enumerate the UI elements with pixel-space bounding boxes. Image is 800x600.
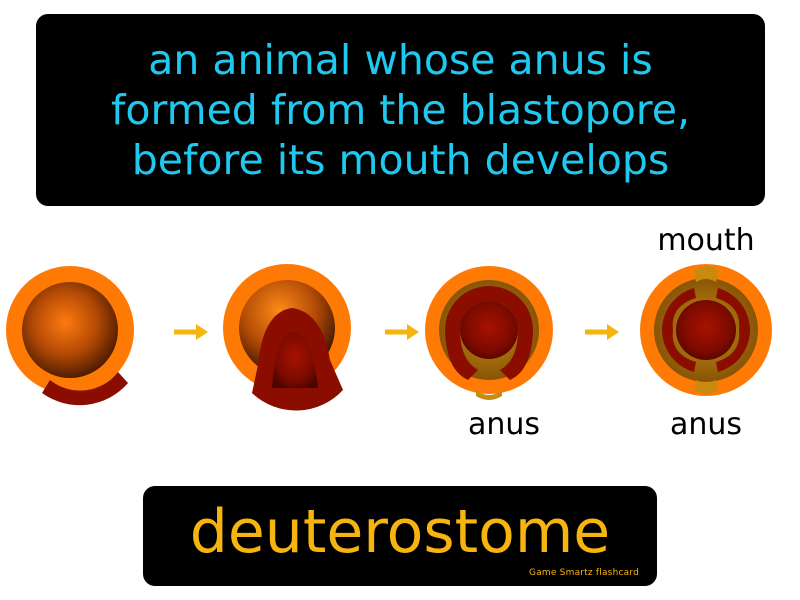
embryo-stage-2 (223, 264, 351, 411)
arrow-icon (174, 324, 208, 340)
arrow-icon (585, 324, 619, 340)
definition-line-2: formed from the blastopore, (110, 86, 691, 134)
anus-label-stage-3: anus (468, 407, 540, 442)
credit-text: Game Smartz flashcard (529, 568, 639, 578)
definition-line-3: before its mouth develops (131, 136, 670, 184)
embryo-stage-1 (6, 266, 134, 406)
embryo-stage-3 (425, 266, 553, 400)
definition-box: an animal whose anus is formed from the … (36, 14, 765, 206)
definition-line-1: an animal whose anus is (148, 36, 653, 84)
mouth-label-stage-4: mouth (657, 223, 754, 258)
term-title: deuterostome (189, 497, 611, 567)
embryo-stage-4 (640, 264, 772, 396)
anus-label-stage-4: anus (670, 407, 742, 442)
term-box: deuterostome Game Smartz flashcard (143, 486, 657, 586)
arrow-icon (385, 324, 419, 340)
embryo-development-diagram: anus mouth anus (6, 223, 772, 442)
